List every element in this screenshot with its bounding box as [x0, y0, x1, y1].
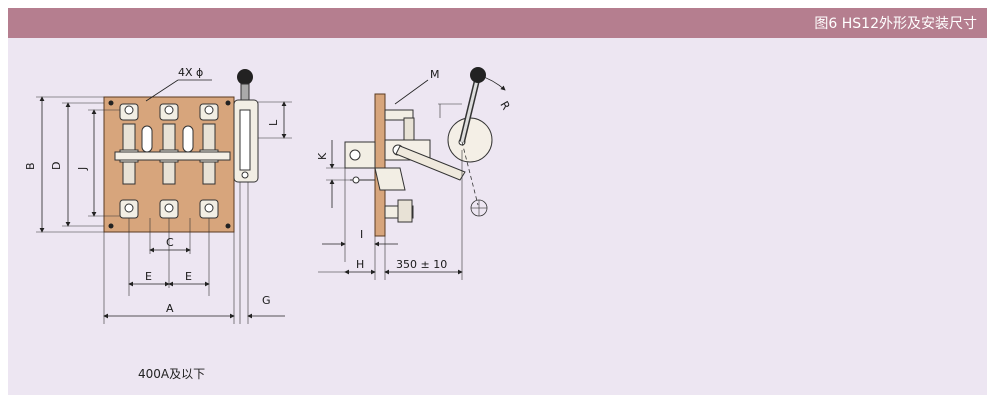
- side-view: [318, 67, 506, 280]
- label-350: 350 ± 10: [396, 258, 447, 271]
- label-K: K: [316, 152, 329, 160]
- mount-hole: [108, 223, 114, 229]
- label-E2: E: [185, 270, 192, 283]
- label-A: A: [166, 302, 174, 315]
- figure-title: 图6 HS12外形及安装尺寸: [814, 16, 977, 32]
- label-L: L: [267, 119, 280, 126]
- label-G: G: [262, 294, 271, 307]
- label-I: I: [360, 228, 363, 241]
- mount-hole: [225, 100, 231, 106]
- label-B: B: [24, 162, 37, 170]
- label-D: D: [50, 162, 63, 170]
- label-C: C: [166, 236, 174, 249]
- operating-disc: [447, 117, 493, 163]
- figure-caption: 400A及以下: [138, 367, 206, 381]
- label-J: J: [76, 167, 89, 171]
- front-view: [36, 69, 292, 324]
- handle: [233, 69, 259, 183]
- label-E1: E: [145, 270, 152, 283]
- mount-hole: [225, 223, 231, 229]
- mount-hole: [108, 100, 114, 106]
- figure-header: 图6 HS12外形及安装尺寸: [8, 8, 987, 38]
- label-H: H: [356, 258, 364, 271]
- label-R: R: [497, 99, 512, 112]
- label-holes: 4X ϕ: [178, 66, 203, 79]
- cross-bar: [114, 151, 231, 161]
- label-M: M: [430, 68, 440, 81]
- side-base-board: [374, 93, 386, 237]
